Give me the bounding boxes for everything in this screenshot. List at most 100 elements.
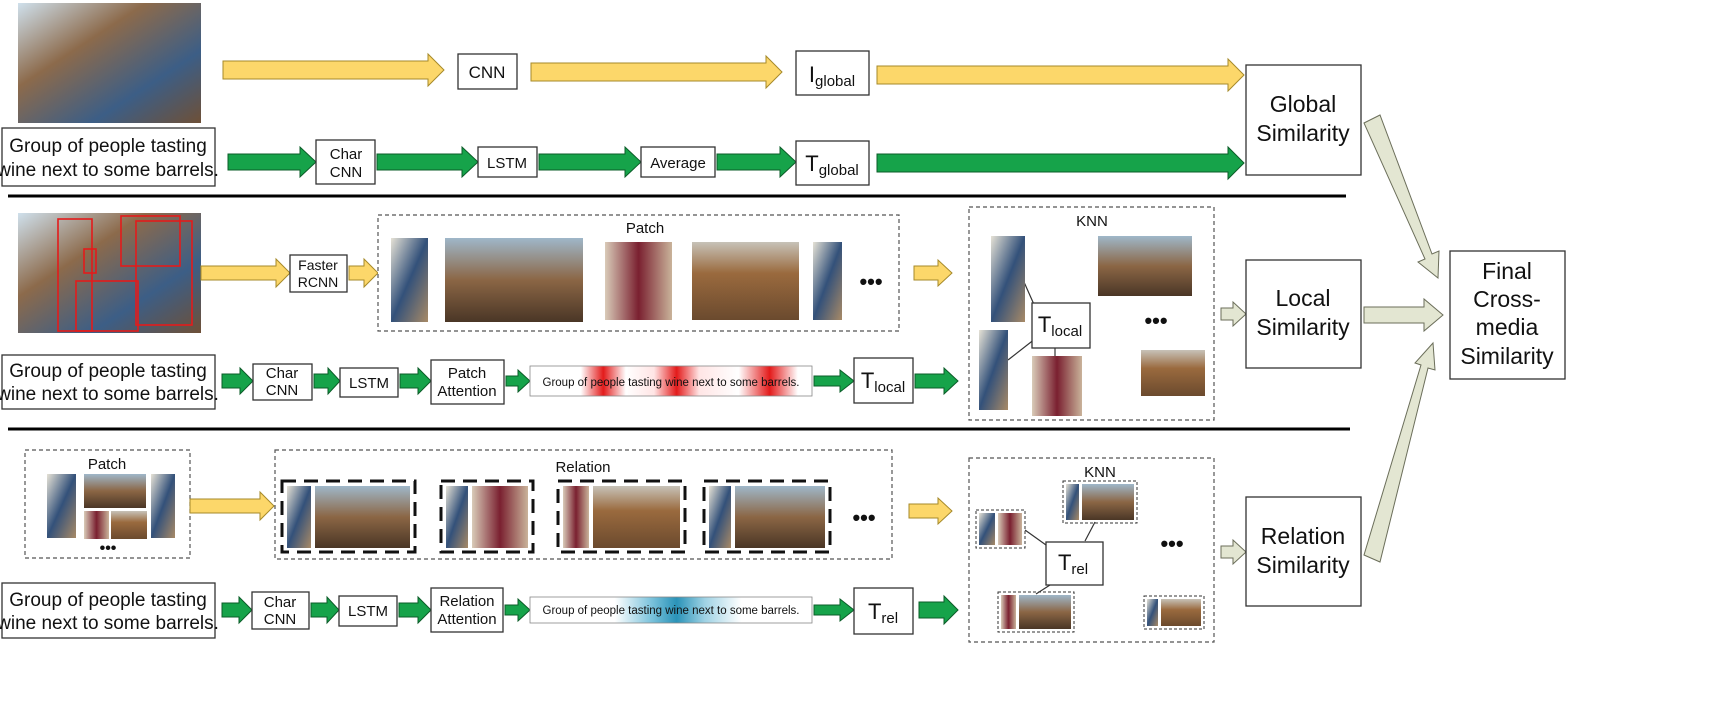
relation-similarity-line-2: Similarity	[1256, 552, 1350, 578]
local-caption-line-1: Group of people tasting	[9, 361, 207, 382]
local-caption-line-2: wine next to some barrels.	[0, 384, 219, 405]
relation-pair-2-thumb-a	[446, 486, 468, 548]
relation-patch-panel: Patch •••	[24, 449, 191, 559]
i-global-sub: global	[815, 73, 855, 90]
relation-text-arrow-2	[310, 595, 340, 625]
relation-knn-pair-1	[975, 509, 1026, 549]
t-global-sub: global	[819, 162, 859, 179]
global-text-arrow-4	[716, 145, 797, 179]
relation-caption-line-2: wine next to some barrels.	[0, 613, 219, 634]
local-knn-panel: KNN Tlocal •••	[968, 206, 1215, 421]
relation-pair-2	[439, 479, 535, 554]
relation-char-cnn-box: Char CNN	[251, 591, 310, 630]
t-rel-knn-box	[1045, 541, 1104, 586]
cnn-label: CNN	[469, 63, 506, 82]
average-label: Average	[650, 155, 706, 172]
relation-attention-line-2: Attention	[437, 611, 496, 628]
global-char-cnn-box: Char CNN	[315, 139, 376, 185]
local-knn-ellipsis: •••	[1144, 308, 1167, 333]
local-patch-thumb-1	[391, 238, 428, 322]
local-knn-title: KNN	[1076, 213, 1108, 230]
global-caption-line-1: Group of people tasting	[9, 136, 207, 157]
patch-attention-box: Patch Attention	[430, 359, 505, 405]
local-knn-thumb-4	[1032, 356, 1082, 416]
svg-text:Tlocal: Tlocal	[1038, 312, 1082, 340]
t-local-main: T	[861, 368, 874, 393]
relation-pairs-panel: Relation •••	[274, 449, 893, 560]
faster-rcnn-box: Faster RCNN	[289, 254, 348, 293]
final-line-3: media	[1476, 314, 1539, 340]
relation-knn-ellipsis: •••	[1160, 531, 1183, 556]
local-input-photo-with-boxes	[18, 213, 201, 333]
relation-attention-box: Relation Attention	[430, 587, 504, 633]
local-patch-title: Patch	[626, 220, 664, 237]
relation-pair-4-thumb-b	[735, 486, 825, 548]
relation-patch-thumb-1	[47, 474, 76, 538]
t-rel-knn-main: T	[1058, 550, 1071, 575]
relation-knn-title: KNN	[1084, 464, 1116, 481]
local-knn-thumb-5	[1141, 350, 1205, 396]
global-text-arrow-3	[538, 145, 642, 179]
local-patch-ellipsis: •••	[859, 269, 882, 294]
average-box: Average	[640, 146, 716, 178]
relation-text-arrow-3	[398, 595, 432, 625]
final-line-2: Cross-	[1473, 286, 1541, 312]
t-rel-sub: rel	[881, 610, 898, 627]
global-char-cnn-line-1: Char	[330, 146, 363, 163]
local-text-arrow-5	[813, 368, 855, 394]
global-caption-line-2: wine next to some barrels.	[0, 160, 219, 181]
relation-knn-pair-2	[1062, 480, 1138, 524]
relation-pair-4	[702, 479, 832, 554]
svg-text:Tglobal: Tglobal	[805, 151, 859, 179]
global-lstm-box: LSTM	[477, 146, 538, 178]
global-similarity-box: Global Similarity	[1245, 64, 1362, 176]
relation-similarity-box: Relation Similarity	[1245, 496, 1362, 607]
relation-patch-thumb-2	[84, 474, 146, 508]
relation-title: Relation	[555, 459, 610, 476]
local-text-arrow-6	[914, 366, 959, 396]
local-char-cnn-box: Char CNN	[252, 363, 313, 401]
local-caption-box: Group of people tasting wine next to som…	[0, 354, 219, 410]
relation-row: Patch ••• Relation	[0, 449, 1362, 643]
local-image-arrow-3	[913, 258, 953, 288]
local-attended-sentence-text: Group of people tasting wine next to som…	[543, 377, 800, 389]
svg-text:Trel: Trel	[868, 599, 898, 627]
local-text-arrow-3	[399, 366, 432, 396]
relation-pair-1	[280, 479, 417, 554]
global-text-arrow-1	[227, 145, 317, 179]
relation-image-arrow-1	[189, 490, 275, 522]
relation-attended-sentence: Group of people tasting wine next to som…	[529, 596, 813, 624]
local-similarity-line-2: Similarity	[1256, 314, 1350, 340]
local-image-arrow-1	[200, 257, 291, 289]
relation-text-arrow-5	[813, 597, 855, 623]
relation-knn-pair-3	[997, 591, 1075, 633]
local-row: Faster RCNN Patch ••• KNN	[0, 206, 1362, 421]
svg-text:Iglobal: Iglobal	[809, 62, 855, 90]
global-to-final-arrow	[1363, 114, 1440, 280]
cnn-box: CNN	[457, 53, 518, 90]
relation-pair-1-thumb-a	[287, 486, 311, 548]
global-caption-box: Group of people tasting wine next to som…	[0, 127, 219, 187]
global-image-arrow-2	[530, 54, 783, 90]
t-rel-knn-sub: rel	[1071, 561, 1088, 578]
local-attended-sentence: Group of people tasting wine next to som…	[529, 365, 813, 397]
local-text-arrow-2	[313, 366, 341, 396]
relation-pair-3	[556, 479, 687, 554]
relation-pair-1-thumb-b	[315, 486, 410, 548]
final-line-1: Final	[1482, 258, 1532, 284]
global-similarity-line-1: Global	[1270, 91, 1336, 117]
t-global-main: T	[805, 151, 818, 176]
relation-lstm-box: LSTM	[338, 595, 398, 627]
patch-attention-line-2: Attention	[437, 383, 496, 400]
global-char-cnn-line-2: CNN	[330, 164, 363, 181]
final-line-4: Similarity	[1460, 343, 1554, 369]
faster-rcnn-line-2: RCNN	[298, 274, 338, 290]
i-global-main: I	[809, 62, 815, 87]
local-patch-thumb-5	[813, 242, 842, 320]
global-input-photo	[18, 3, 201, 123]
relation-pair-4-thumb-a	[709, 486, 731, 548]
t-local-sub: local	[874, 379, 905, 396]
local-patch-thumb-2	[445, 238, 583, 322]
relation-patch-thumb-5	[111, 511, 147, 539]
